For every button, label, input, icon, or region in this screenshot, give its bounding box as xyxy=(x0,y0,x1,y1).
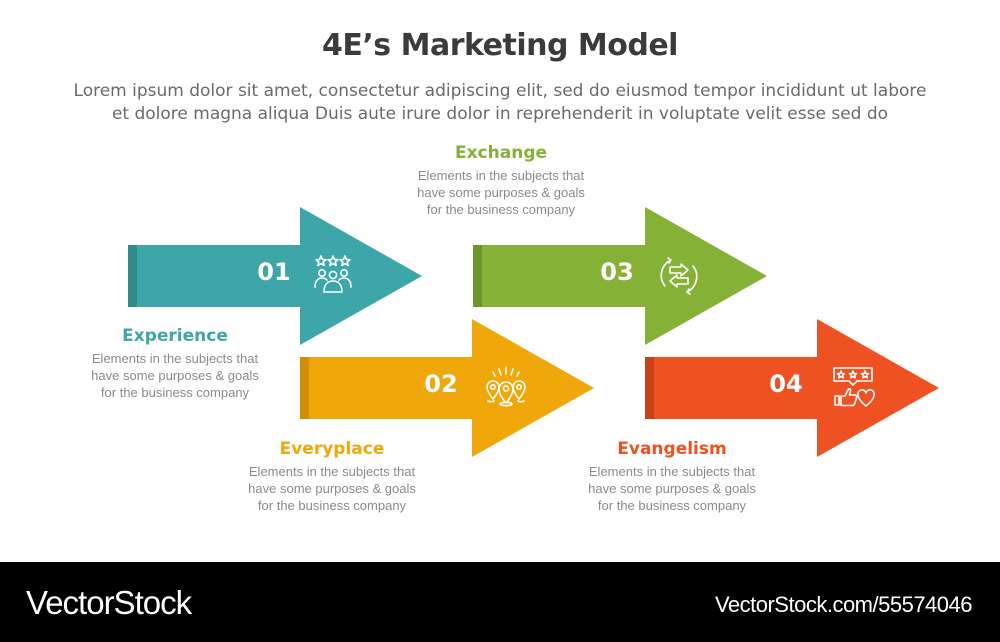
desc-line: have some purposes & goals xyxy=(91,368,259,383)
arrow-04 xyxy=(645,319,939,457)
step-description: Elements in the subjects that have some … xyxy=(562,463,782,514)
desc-line: Elements in the subjects that xyxy=(91,351,259,366)
step-label-experience: Experience Elements in the subjects that… xyxy=(65,326,285,401)
location-pins-icon xyxy=(486,366,526,407)
step-number-02: 02 xyxy=(424,370,458,398)
review-like-heart-icon xyxy=(833,367,875,407)
step-number-01: 01 xyxy=(257,258,291,286)
step-title: Everyplace xyxy=(279,439,385,459)
arrow-01 xyxy=(128,207,422,345)
step-description: Elements in the subjects that have some … xyxy=(222,463,442,514)
step-label-evangelism: Evangelism Elements in the subjects that… xyxy=(562,439,782,514)
page-title: 4E’s Marketing Model xyxy=(322,28,678,63)
subtitle-line-2: et dolore magna aliqua Duis aute irure d… xyxy=(111,104,889,124)
desc-line: Elements in the subjects that xyxy=(248,464,416,479)
arrow-03 xyxy=(473,207,767,345)
page-subtitle: Lorem ipsum dolor sit amet, consectetur … xyxy=(30,80,970,126)
desc-line: Elements in the subjects that xyxy=(417,168,585,183)
vectorstock-logo: VectorStock xyxy=(26,584,192,621)
step-label-everyplace: Everyplace Elements in the subjects that… xyxy=(222,439,442,514)
arrow-02 xyxy=(300,319,594,457)
arrow-diagram xyxy=(128,207,939,457)
desc-line: have some purposes & goals xyxy=(588,481,756,496)
desc-line: have some purposes & goals xyxy=(248,481,416,496)
subtitle-line-1: Lorem ipsum dolor sit amet, consectetur … xyxy=(73,81,927,101)
desc-line: Elements in the subjects that xyxy=(588,464,756,479)
desc-line: for the business company xyxy=(597,498,747,513)
vectorstock-url: VectorStock.com/55574046 xyxy=(714,592,973,617)
step-number-04: 04 xyxy=(769,370,803,398)
desc-line: have some purposes & goals xyxy=(417,185,585,200)
people-rating-icon xyxy=(314,255,352,293)
step-number-03: 03 xyxy=(600,258,634,286)
step-description: Elements in the subjects that have some … xyxy=(65,350,285,401)
desc-line: for the business company xyxy=(100,385,250,400)
step-title: Evangelism xyxy=(617,439,727,459)
watermark-footer: VectorStock VectorStock.com/55574046 xyxy=(0,562,1000,642)
exchange-arrows-icon xyxy=(660,257,698,295)
step-title: Experience xyxy=(122,326,228,346)
step-label-exchange: Exchange Elements in the subjects that h… xyxy=(391,143,611,218)
step-description: Elements in the subjects that have some … xyxy=(391,167,611,218)
step-title: Exchange xyxy=(454,143,548,163)
desc-line: for the business company xyxy=(426,202,576,217)
desc-line: for the business company xyxy=(257,498,407,513)
